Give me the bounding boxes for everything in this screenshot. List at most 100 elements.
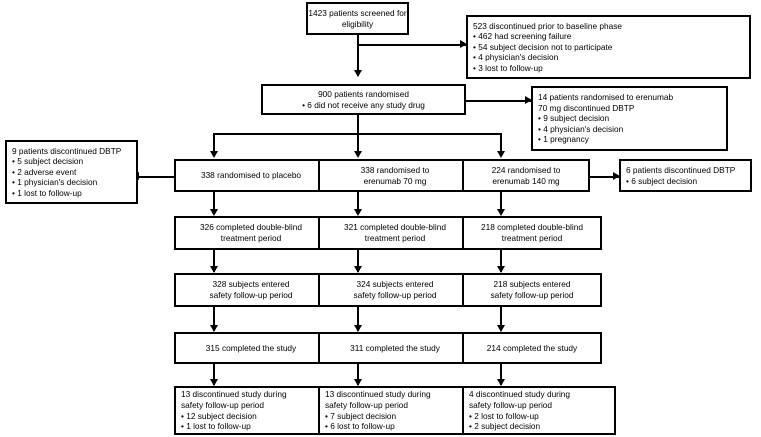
node-screened-line-0: 1423 patients screened for [308, 7, 407, 18]
node-completed-dbtp-placebo-line-1: treatment period [220, 233, 282, 243]
arrowhead-arm-140mg [496, 151, 505, 158]
connector-140mg-completed-to-safety [500, 250, 502, 272]
node-disc-baseline-bullet-1: • 54 subject decision not to participate [473, 41, 613, 52]
arrowhead-placebo-safety [209, 266, 218, 273]
node-disc-safety-140mg: 4 discontinued study during safety follo… [462, 386, 616, 435]
node-disc-baseline-header: 523 discontinued prior to baseline phase [473, 20, 622, 31]
node-disc-safety-placebo-bullet-0: • 12 subject decision [181, 410, 257, 421]
node-arm-70mg-line-0: 338 randomised to [360, 164, 430, 175]
node-disc-70mg-bullet-1: • 4 physician's decision [538, 123, 624, 134]
node-completed-dbtp-placebo: 326 completed double-blind treatment per… [174, 216, 328, 250]
arrowhead-70mg-completed-dbtp [353, 209, 362, 216]
node-disc-safety-70mg: 13 discontinued study during safety foll… [318, 386, 472, 435]
node-completed-dbtp-70mg-line-1: treatment period [364, 233, 426, 243]
node-completed-study-140mg: 214 completed the study [462, 332, 602, 364]
node-disc-placebo-bullet-0: • 5 subject decision [12, 156, 84, 167]
node-disc-70mg-dbtp: 14 patients randomised to erenumab 70 mg… [531, 86, 728, 151]
node-disc-baseline-bullet-2: • 4 physician's decision [473, 52, 559, 63]
node-completed-study-70mg: 311 completed the study [318, 332, 472, 364]
node-disc-placebo-bullet-3: • 1 lost to follow-up [12, 187, 82, 198]
node-disc-baseline-bullet-3: • 3 lost to follow-up [473, 62, 543, 73]
node-arm-placebo: 338 randomised to placebo [174, 159, 328, 192]
node-safety-70mg-line-0: 324 subjects entered [356, 279, 434, 290]
node-completed-dbtp-140mg: 218 completed double-blind treatment per… [462, 216, 602, 250]
connector-placebo-to-disc [138, 176, 174, 178]
arrowhead-70mg-completed-study [353, 325, 362, 332]
connector-70mg-study-to-disc [357, 364, 359, 385]
node-screened: 1423 patients screened for eligibility [306, 2, 409, 35]
arrowhead-placebo-completed-dbtp [209, 209, 218, 216]
node-disc-safety-140mg-bullet-1: • 2 subject decision [469, 421, 541, 432]
node-arm-140mg-line-0: 224 randomised to [491, 164, 561, 175]
arrowhead-placebo-disc-safety [209, 379, 218, 386]
arrowhead-140mg-completed-dbtp [496, 209, 505, 216]
arrowhead-arm-70mg [353, 151, 362, 158]
node-disc-70mg-bullet-2: • 1 pregnancy [538, 134, 589, 145]
node-disc-140mg-header: 6 patients discontinued DBTP [626, 164, 736, 175]
node-disc-safety-140mg-line-1: safety follow-up period [469, 399, 553, 410]
connector-placebo-arm-to-completed [213, 192, 215, 214]
node-arm-placebo-line-0: 338 randomised to placebo [200, 170, 302, 181]
node-safety-140mg-line-0: 218 subjects entered [493, 279, 571, 290]
arrowhead-140mg-completed-study [496, 325, 505, 332]
connector-placebo-study-to-disc [213, 364, 215, 385]
connector-70mg-arm-to-completed [357, 192, 359, 214]
connector-140mg-study-to-disc [500, 364, 502, 385]
arrowhead-140mg-disc-safety [496, 379, 505, 386]
node-completed-dbtp-140mg-line-1: treatment period [501, 233, 563, 243]
node-disc-safety-140mg-line-0: 4 discontinued study during [469, 389, 571, 400]
node-completed-study-placebo-line-0: 315 completed the study [205, 342, 297, 353]
connector-bus-to-placebo [213, 133, 215, 156]
node-screened-line-1: eligibility [341, 18, 374, 29]
arrowhead-disc-70mg [525, 95, 532, 104]
node-disc-140mg-bullet-0: • 6 subject decision [626, 175, 698, 186]
node-completed-study-140mg-line-0: 214 completed the study [486, 342, 578, 353]
node-disc-safety-70mg-bullet-0: • 7 subject decision [325, 410, 397, 421]
node-randomised-header: 900 patients randomised [318, 88, 409, 99]
connector-placebo-safety-to-study [213, 307, 215, 331]
arrowhead-disc-140mg [613, 171, 620, 180]
node-disc-safety-placebo-bullet-1: • 1 lost to follow-up [181, 421, 251, 432]
node-disc-placebo-bullet-1: • 2 adverse event [12, 166, 77, 177]
node-safety-70mg-line-1: safety follow-up period [353, 290, 437, 300]
node-disc-safety-placebo-line-0: 13 discontinued study during [181, 389, 287, 400]
connector-screened-to-randomised [357, 35, 359, 76]
arrowhead-70mg-disc-safety [353, 379, 362, 386]
node-completed-dbtp-70mg-line-0: 321 completed double-blind [344, 222, 446, 233]
node-disc-baseline-bullet-0: • 462 had screening failure [473, 31, 572, 42]
connector-70mg-safety-to-study [357, 307, 359, 331]
connector-70mg-completed-to-safety [357, 250, 359, 272]
connector-140mg-to-disc [589, 176, 619, 178]
node-randomised-bullet-0: • 6 did not receive any study drug [302, 99, 425, 110]
node-arm-140mg: 224 randomised to erenumab 140 mg [462, 159, 590, 192]
node-disc-70mg-bullet-0: • 9 subject decision [538, 113, 610, 124]
arrowhead-screened-to-randomised [353, 70, 362, 77]
connector-randomised-stem [357, 115, 359, 134]
connector-screened-to-disc-baseline [357, 44, 466, 46]
node-disc-placebo-header: 9 patients discontinued DBTP [12, 145, 122, 156]
arrowhead-140mg-safety [496, 266, 505, 273]
node-completed-study-70mg-line-0: 311 completed the study [350, 342, 440, 353]
node-disc-70mg-line-1: 70 mg discontinued DBTP [538, 102, 635, 113]
node-safety-placebo-line-0: 328 subjects entered [212, 279, 290, 290]
node-disc-safety-140mg-bullet-0: • 2 lost to follow-up [469, 410, 539, 421]
arrowhead-70mg-safety [353, 266, 362, 273]
node-disc-140mg-dbtp: 6 patients discontinued DBTP • 6 subject… [619, 159, 752, 192]
node-disc-safety-70mg-line-1: safety follow-up period [325, 399, 409, 410]
connector-randomised-to-disc-70mg [466, 100, 531, 102]
node-randomised: 900 patients randomised • 6 did not rece… [261, 84, 466, 115]
connector-bus-to-140mg [500, 133, 502, 156]
node-completed-dbtp-placebo-line-0: 326 completed double-blind [200, 222, 302, 233]
node-disc-placebo-dbtp: 9 patients discontinued DBTP • 5 subject… [5, 140, 138, 204]
node-completed-dbtp-140mg-line-0: 218 completed double-blind [481, 222, 583, 233]
connector-placebo-completed-to-safety [213, 250, 215, 272]
node-disc-safety-placebo-line-1: safety follow-up period [181, 399, 265, 410]
arrowhead-arm-placebo [209, 151, 218, 158]
node-disc-safety-70mg-line-0: 13 discontinued study during [325, 389, 431, 400]
node-arm-70mg-line-1: erenumab 70 mg [363, 175, 427, 186]
node-safety-70mg: 324 subjects entered safety follow-up pe… [318, 273, 472, 307]
node-disc-safety-placebo: 13 discontinued study during safety foll… [174, 386, 328, 435]
connector-bus-to-70mg [357, 133, 359, 156]
connector-140mg-safety-to-study [500, 307, 502, 331]
